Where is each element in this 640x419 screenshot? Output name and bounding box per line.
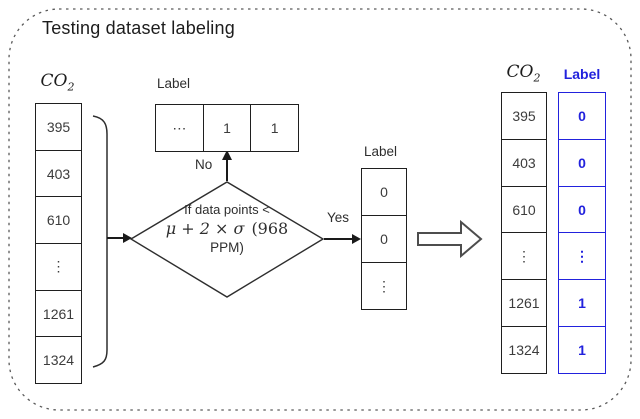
table-cell: 1 bbox=[250, 105, 299, 151]
table-cell: 610 bbox=[36, 196, 81, 244]
table-cell: 0 bbox=[559, 93, 605, 139]
table-cell: 1 bbox=[559, 326, 605, 373]
formula-math: μ + 2 × σ bbox=[165, 218, 245, 238]
no-branch-label: No bbox=[195, 157, 213, 172]
left-co2-header: CO2 bbox=[33, 71, 82, 93]
no-branch-table: ⋯ 1 1 bbox=[155, 104, 299, 152]
table-cell: 0 bbox=[559, 185, 605, 233]
table-cell: 1324 bbox=[36, 336, 81, 384]
yes-branch-label: Yes bbox=[327, 210, 350, 225]
table-cell: 1261 bbox=[502, 279, 546, 327]
table-cell: ⋯ bbox=[156, 105, 203, 151]
yes-branch-table-label: Label bbox=[364, 144, 398, 159]
table-cell: 0 bbox=[362, 169, 406, 215]
yes-branch-table: 0 0 ⋮ bbox=[361, 168, 407, 310]
yes-arrow-head bbox=[352, 234, 361, 244]
table-cell: 403 bbox=[502, 138, 546, 186]
table-cell: 1261 bbox=[36, 289, 81, 337]
table-cell: 395 bbox=[502, 93, 546, 139]
table-cell: 395 bbox=[36, 104, 81, 150]
table-cell: 403 bbox=[36, 149, 81, 197]
block-arrow-icon bbox=[417, 219, 483, 259]
co2-subscript: 2 bbox=[533, 71, 541, 85]
table-cell: ⋮ bbox=[559, 232, 605, 280]
result-label-table: 0 0 0 ⋮ 1 1 bbox=[558, 92, 606, 374]
table-cell: 610 bbox=[502, 185, 546, 233]
group-bracket bbox=[92, 115, 108, 368]
left-co2-table: 395 403 610 ⋮ 1261 1324 bbox=[35, 103, 82, 384]
table-cell: 1 bbox=[202, 105, 251, 151]
diagram-title: Testing dataset labeling bbox=[42, 18, 235, 38]
condition-formula: μ + 2 × σ (968 bbox=[152, 218, 302, 239]
co2-text: CO bbox=[40, 71, 68, 91]
table-cell: ⋮ bbox=[36, 243, 81, 290]
arrow-to-diamond-head bbox=[123, 233, 132, 243]
result-label-header: Label bbox=[563, 66, 601, 82]
table-cell: ⋮ bbox=[502, 232, 546, 280]
condition-unit: PPM) bbox=[210, 240, 244, 256]
table-cell: 1 bbox=[559, 279, 605, 327]
table-cell: 1324 bbox=[502, 326, 546, 373]
co2-subscript: 2 bbox=[67, 80, 75, 94]
decision-condition: If data points < μ + 2 × σ (968 PPM) bbox=[152, 202, 302, 256]
no-branch-table-label: Label bbox=[157, 76, 191, 91]
result-co2-table: 395 403 610 ⋮ 1261 1324 bbox=[501, 92, 547, 374]
table-cell: 0 bbox=[362, 215, 406, 262]
co2-text: CO bbox=[506, 62, 534, 82]
formula-threshold: (968 bbox=[251, 218, 289, 238]
table-cell: 0 bbox=[559, 138, 605, 186]
result-co2-header: CO2 bbox=[499, 62, 548, 84]
condition-line1: If data points < bbox=[184, 202, 270, 217]
table-cell: ⋮ bbox=[362, 262, 406, 309]
